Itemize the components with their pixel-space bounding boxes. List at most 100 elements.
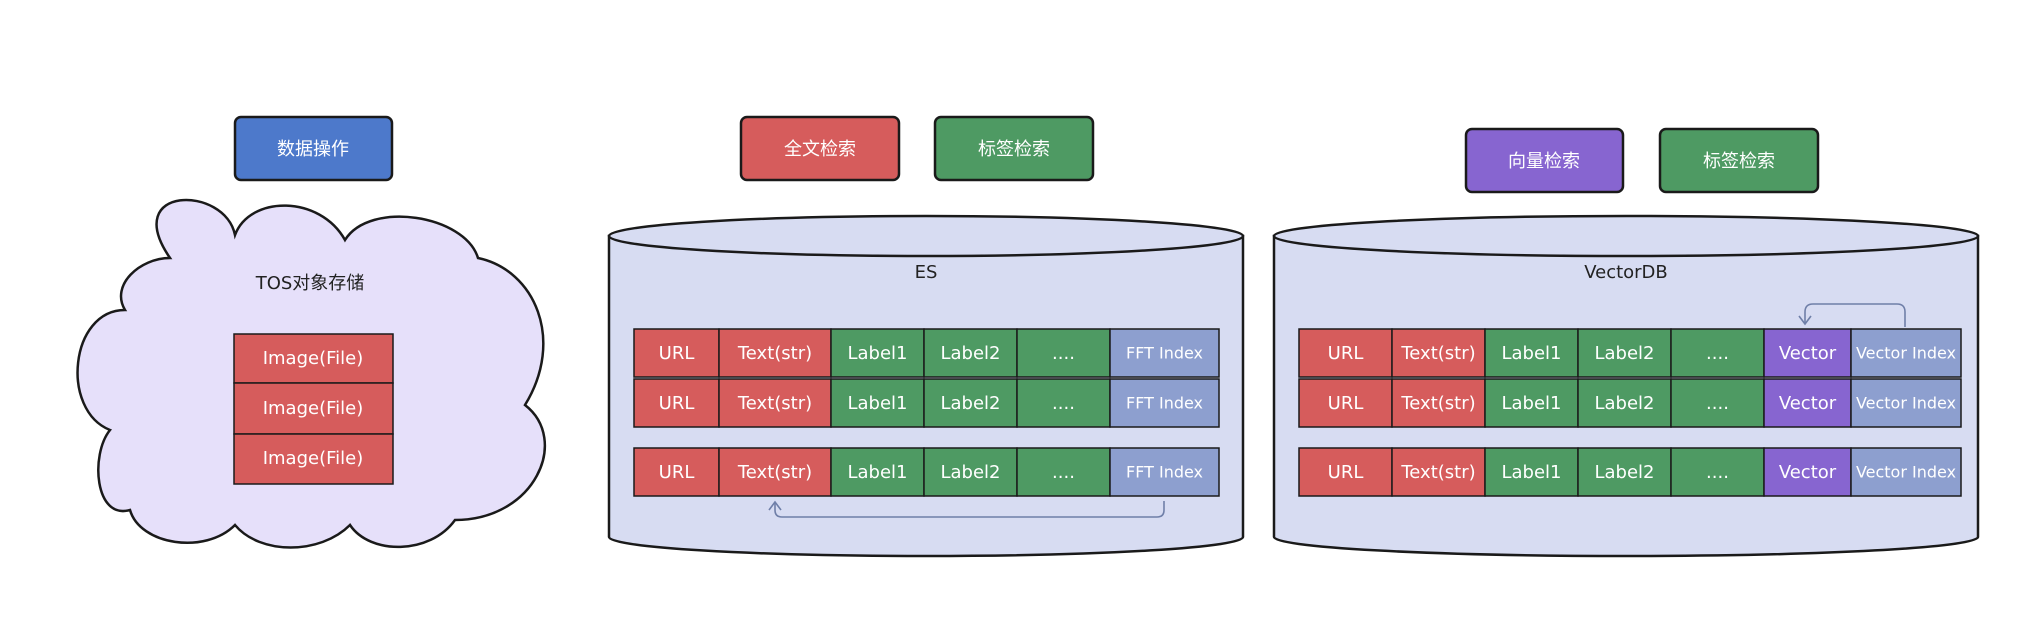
vdb-cell-text: Label2 (1594, 343, 1654, 364)
es-cell (923, 328, 1018, 378)
vdb-cell (1670, 328, 1765, 378)
image-file-cell (233, 333, 394, 384)
tos-storage-label: TOS对象存储 (255, 273, 365, 294)
vdb-cell-text: Vector Index (1856, 394, 1956, 413)
vdb-cell (1850, 447, 1962, 497)
vdb-cell-text: Vector Index (1856, 344, 1956, 363)
vdb-cell (1763, 328, 1852, 378)
es-cell (633, 328, 720, 378)
data-operation-label: 数据操作 (277, 139, 349, 160)
es-cell-text: .... (1052, 343, 1075, 364)
vdb-cell (1577, 378, 1672, 428)
es-buttons-group: 全文检索 标签检索 (739, 115, 1095, 182)
vdb-cell (1391, 447, 1486, 497)
vdb-tag-search-label: 标签检索 (1703, 151, 1775, 172)
es-cell (718, 328, 832, 378)
vdb-index-arrowhead (1798, 315, 1812, 326)
es-cell (633, 447, 720, 497)
es-cell-text: Label1 (847, 393, 907, 414)
image-file-cell (233, 433, 394, 485)
es-cylinder-top (607, 214, 1245, 258)
vdb-cell (1850, 328, 1962, 378)
vdb-cell-text: Label1 (1501, 462, 1561, 483)
vdb-index-arrow (1804, 303, 1906, 327)
vdb-cell (1484, 447, 1579, 497)
image-file-cell (233, 382, 394, 435)
vdb-cell (1850, 378, 1962, 428)
es-cell (1016, 447, 1111, 497)
es-cell (830, 328, 925, 378)
vdb-cell-text: Label2 (1594, 462, 1654, 483)
vdb-tag-search-button[interactable] (1658, 127, 1820, 194)
es-cell-text: URL (659, 393, 695, 414)
es-cell (1016, 378, 1111, 428)
es-cell (1109, 378, 1220, 428)
es-index-arrow (774, 501, 1165, 518)
es-cell-text: .... (1052, 393, 1075, 414)
es-cell (830, 378, 925, 428)
es-cell (718, 447, 832, 497)
es-cell (718, 378, 832, 428)
vdb-cell-text: Vector (1779, 393, 1837, 414)
vdb-cell (1763, 378, 1852, 428)
image-file-text: Image(File) (263, 398, 364, 419)
es-cell-text: Label2 (940, 462, 1000, 483)
es-cell (923, 378, 1018, 428)
vdb-cell-text: .... (1706, 462, 1729, 483)
es-cell (1016, 328, 1111, 378)
es-cell-text: URL (659, 343, 695, 364)
es-cell-text: URL (659, 462, 695, 483)
vdb-cell-text: Vector (1779, 462, 1837, 483)
fulltext-search-label: 全文检索 (784, 139, 856, 160)
es-cell-text: FFT Index (1126, 344, 1203, 363)
vdb-cell (1391, 378, 1486, 428)
es-index-arrowhead (768, 500, 782, 511)
es-cell-text: Label1 (847, 462, 907, 483)
vector-search-label: 向量检索 (1508, 151, 1580, 172)
vdb-cell-text: Label2 (1594, 393, 1654, 414)
es-cell-text: FFT Index (1126, 463, 1203, 482)
vdb-cell-text: Text(str) (1400, 393, 1475, 414)
es-cell-text: Text(str) (737, 393, 812, 414)
vdb-label: VectorDB (1584, 262, 1668, 283)
vdb-cell (1763, 447, 1852, 497)
es-cell-text: Label2 (940, 343, 1000, 364)
data-operation-group: 数据操作 (233, 115, 394, 182)
image-file-text: Image(File) (263, 348, 364, 369)
vdb-cell (1577, 447, 1672, 497)
es-cell-text: .... (1052, 462, 1075, 483)
tos-cloud-group: TOS对象存储 Image(File) Image(File) Image(Fi… (76, 198, 546, 549)
es-cell (923, 447, 1018, 497)
vdb-cell-text: URL (1328, 462, 1364, 483)
vdb-buttons-group: 向量检索 标签检索 (1464, 127, 1820, 194)
vdb-cell-text: Vector (1779, 343, 1837, 364)
data-operation-button[interactable] (233, 115, 394, 182)
es-cell-text: Label2 (940, 393, 1000, 414)
vector-search-button[interactable] (1464, 127, 1625, 194)
es-cell-text: Text(str) (737, 343, 812, 364)
vdb-cell (1484, 328, 1579, 378)
vdb-cell-text: Label1 (1501, 393, 1561, 414)
vdb-cell (1298, 378, 1393, 428)
vdb-cell-text: Text(str) (1400, 343, 1475, 364)
es-tag-search-button[interactable] (933, 115, 1095, 182)
vdb-cell-text: URL (1328, 393, 1364, 414)
vdb-cell (1670, 378, 1765, 428)
vdb-cell-text: .... (1706, 343, 1729, 364)
es-cell (830, 447, 925, 497)
es-cell-text: Label1 (847, 343, 907, 364)
vdb-cell-text: Label1 (1501, 343, 1561, 364)
vdb-cell-text: Vector Index (1856, 463, 1956, 482)
image-file-text: Image(File) (263, 448, 364, 469)
es-cell (633, 378, 720, 428)
fulltext-search-button[interactable] (739, 115, 901, 182)
